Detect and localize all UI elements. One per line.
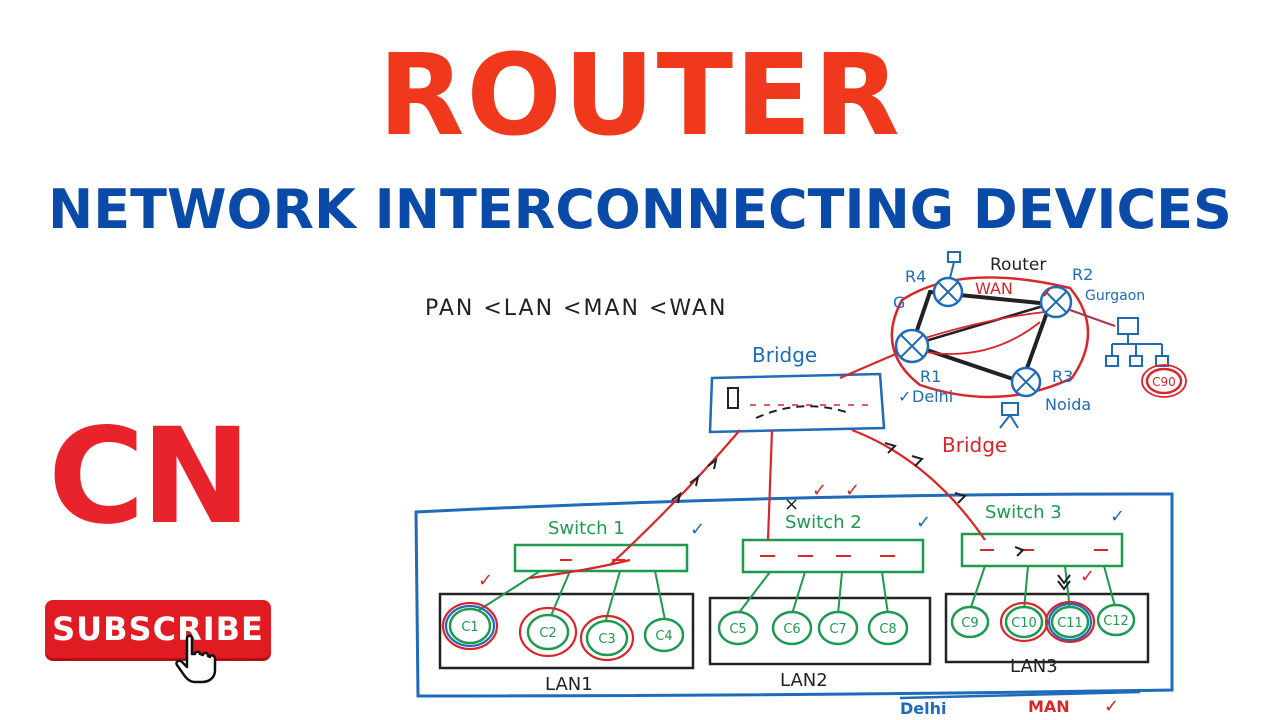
lan2-box xyxy=(708,596,932,666)
c6-label: C6 xyxy=(783,622,800,637)
r1-label: R1 xyxy=(920,367,941,386)
cn-logo: CN xyxy=(48,400,251,554)
computer-c9 xyxy=(950,605,990,639)
r4-label: R4 xyxy=(905,267,926,286)
svg-text:✓: ✓ xyxy=(812,480,827,501)
c5-label: C5 xyxy=(729,622,746,637)
c4-label: C4 xyxy=(655,629,672,644)
svg-text:✓: ✓ xyxy=(478,570,493,591)
computer-c10 xyxy=(1004,605,1044,639)
man-boundary xyxy=(414,492,1174,698)
switch3-box xyxy=(960,532,1124,568)
computer-c3 xyxy=(585,619,629,657)
computer-c5 xyxy=(717,610,759,646)
lan2-label: LAN2 xyxy=(780,670,828,691)
hierarchy-text: PAN <LAN <MAN <WAN xyxy=(425,296,727,321)
svg-text:✓: ✓ xyxy=(916,512,931,533)
switch1-box xyxy=(513,543,689,573)
c3-label: C3 xyxy=(598,632,615,647)
footer-city: Delhi xyxy=(900,699,947,718)
svg-text:✓: ✓ xyxy=(1040,282,1055,303)
r1-city: Delhi xyxy=(912,387,953,406)
c2-label: C2 xyxy=(539,626,556,641)
c7-label: C7 xyxy=(829,622,846,637)
r2-label: R2 xyxy=(1072,265,1093,284)
bridge-red-label: Bridge xyxy=(942,433,1007,457)
svg-text:✓: ✓ xyxy=(845,480,860,501)
computer-c2 xyxy=(526,613,570,651)
lan3-box xyxy=(944,592,1150,664)
lan3-label: LAN3 xyxy=(1010,656,1058,677)
router-label: Router xyxy=(990,255,1046,275)
svg-text:✓: ✓ xyxy=(1080,566,1095,587)
c12-label: C12 xyxy=(1103,614,1129,629)
r4-city: G xyxy=(893,293,905,312)
subscribe-label: SUBSCRIBE xyxy=(52,610,264,648)
lan1-label: LAN1 xyxy=(545,674,593,695)
svg-text:✓: ✓ xyxy=(1104,696,1119,717)
c11-label: C11 xyxy=(1057,616,1083,631)
bridge-label: Bridge xyxy=(752,343,817,367)
switch2-box xyxy=(741,538,925,574)
svg-text:✓: ✓ xyxy=(690,519,705,540)
c9-label: C9 xyxy=(961,616,978,631)
computer-c6 xyxy=(771,610,813,646)
c8-label: C8 xyxy=(879,622,896,637)
bridge-box xyxy=(708,372,886,434)
wan-boundary xyxy=(890,276,1090,399)
hand-cursor-icon xyxy=(175,634,217,684)
computer-c11 xyxy=(1050,605,1090,639)
footer-man: MAN xyxy=(1028,697,1070,716)
switch3-label: Switch 3 xyxy=(985,502,1062,523)
svg-text:✓: ✓ xyxy=(898,387,911,406)
page-title: ROUTER xyxy=(378,31,902,161)
man-underline xyxy=(899,690,1141,700)
computer-c1 xyxy=(448,607,492,645)
switch2-label: Switch 2 xyxy=(785,512,862,533)
c10-label: C10 xyxy=(1011,616,1037,631)
computer-c12 xyxy=(1096,603,1136,637)
c90-label: C90 xyxy=(1152,375,1176,389)
page-subtitle: NETWORK INTERCONNECTING DEVICES xyxy=(48,178,1232,241)
computer-c90 xyxy=(1145,367,1183,395)
subscribe-button[interactable]: SUBSCRIBE xyxy=(45,600,271,684)
c1-label: C1 xyxy=(461,620,478,635)
svg-text:✓: ✓ xyxy=(1110,506,1125,527)
r3-label: R3 xyxy=(1052,367,1073,386)
computer-c4 xyxy=(643,617,685,653)
r2-city: Gurgaon xyxy=(1085,288,1145,304)
wan-label: WAN xyxy=(975,279,1013,298)
switch1-label: Switch 1 xyxy=(548,518,625,539)
x-mark: × xyxy=(784,494,799,515)
computer-c7 xyxy=(817,610,859,646)
lan1-box xyxy=(438,592,695,670)
r3-city: Noida xyxy=(1045,395,1091,414)
computer-c8 xyxy=(867,610,909,646)
